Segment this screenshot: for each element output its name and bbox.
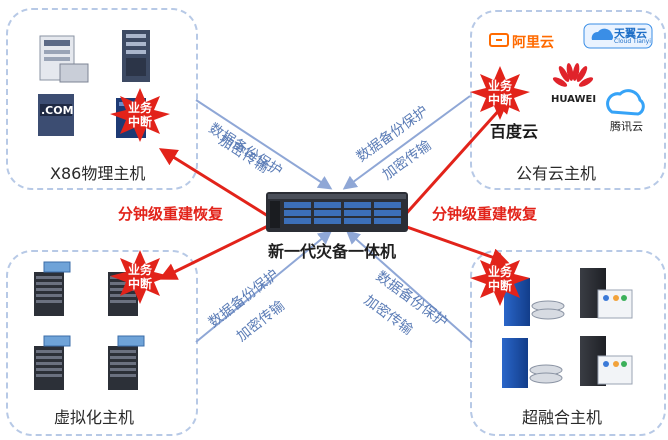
interruption-text-cloud: 业务 中断 bbox=[480, 79, 520, 107]
recovery-arrow-to-x86 bbox=[158, 148, 269, 218]
interruption-text-x86-line2: 中断 bbox=[127, 115, 152, 129]
recovery-label-left: 分钟级重建恢复 bbox=[118, 205, 224, 223]
virtual-rack-1-icon bbox=[34, 261, 71, 316]
tencent-cloud-logo-text: 腾讯云 bbox=[610, 120, 643, 133]
aliyun-logo-text: 阿里云 bbox=[512, 35, 554, 51]
recovery-arrow-to-hci bbox=[403, 224, 510, 266]
interruption-burst-cloud bbox=[470, 66, 530, 120]
tower-server-icon bbox=[39, 35, 89, 83]
tianyi-logo-subtext: Cloud Tianyi bbox=[614, 38, 651, 45]
tianyi-logo-text: 天翼云 bbox=[614, 27, 647, 40]
backup-arrow-top-left bbox=[195, 99, 333, 190]
rack-server-icon bbox=[122, 30, 150, 82]
interruption-text-x86: 业务 中断 bbox=[120, 101, 160, 129]
recovery-label-right: 分钟级重建恢复 bbox=[432, 205, 538, 223]
recovery-arrow-to-cloud bbox=[402, 95, 513, 218]
interruption-text-virtual-line2: 中断 bbox=[127, 277, 152, 291]
backup-arrow-top-right bbox=[342, 95, 471, 190]
interruption-burst-virtual bbox=[110, 250, 170, 304]
aliyun-logo-icon bbox=[489, 33, 509, 47]
interruption-text-virtual-line1: 业务 bbox=[127, 263, 152, 277]
virtual-rack-4-icon bbox=[108, 335, 145, 390]
hci-node-2-icon bbox=[580, 268, 633, 319]
recovery-arrow-to-virtual bbox=[158, 224, 269, 280]
hci-node-3-icon bbox=[502, 338, 563, 388]
interruption-burst-x86 bbox=[110, 88, 170, 142]
backup-arrow-bottom-right bbox=[345, 230, 473, 343]
virtual-rack-3-icon bbox=[34, 335, 71, 390]
virtualization-host-label: 虚拟化主机 bbox=[54, 408, 135, 427]
web-server-icon bbox=[38, 94, 74, 136]
hci-node-4-icon bbox=[580, 336, 633, 386]
x86-host-label: X86物理主机 bbox=[50, 164, 146, 183]
hyperconverged-host-label: 超融合主机 bbox=[522, 408, 603, 427]
backup-arrow-bottom-left bbox=[195, 230, 333, 343]
public-cloud-label: 公有云主机 bbox=[516, 164, 597, 183]
huawei-logo-text: HUAWEI bbox=[551, 94, 597, 105]
interruption-text-hci-line1: 业务 bbox=[487, 265, 512, 279]
interruption-text-cloud-line2: 中断 bbox=[487, 93, 512, 107]
tianyi-cloud-logo-icon bbox=[583, 23, 653, 49]
com-label: .COM bbox=[41, 104, 74, 117]
interruption-text-hci: 业务 中断 bbox=[480, 265, 520, 293]
huawei-logo-icon bbox=[552, 63, 594, 87]
tencent-cloud-logo-icon bbox=[606, 89, 645, 116]
interruption-burst-hci bbox=[470, 252, 530, 306]
interruption-text-virtual: 业务 中断 bbox=[120, 263, 160, 291]
baidu-cloud-logo-text: 百度云 bbox=[490, 122, 539, 141]
appliance-label: 新一代灾备一体机 bbox=[268, 242, 397, 261]
backup-appliance bbox=[266, 192, 408, 232]
interruption-text-cloud-line1: 业务 bbox=[487, 79, 512, 93]
interruption-text-x86-line1: 业务 bbox=[127, 101, 152, 115]
interruption-text-hci-line2: 中断 bbox=[487, 279, 512, 293]
